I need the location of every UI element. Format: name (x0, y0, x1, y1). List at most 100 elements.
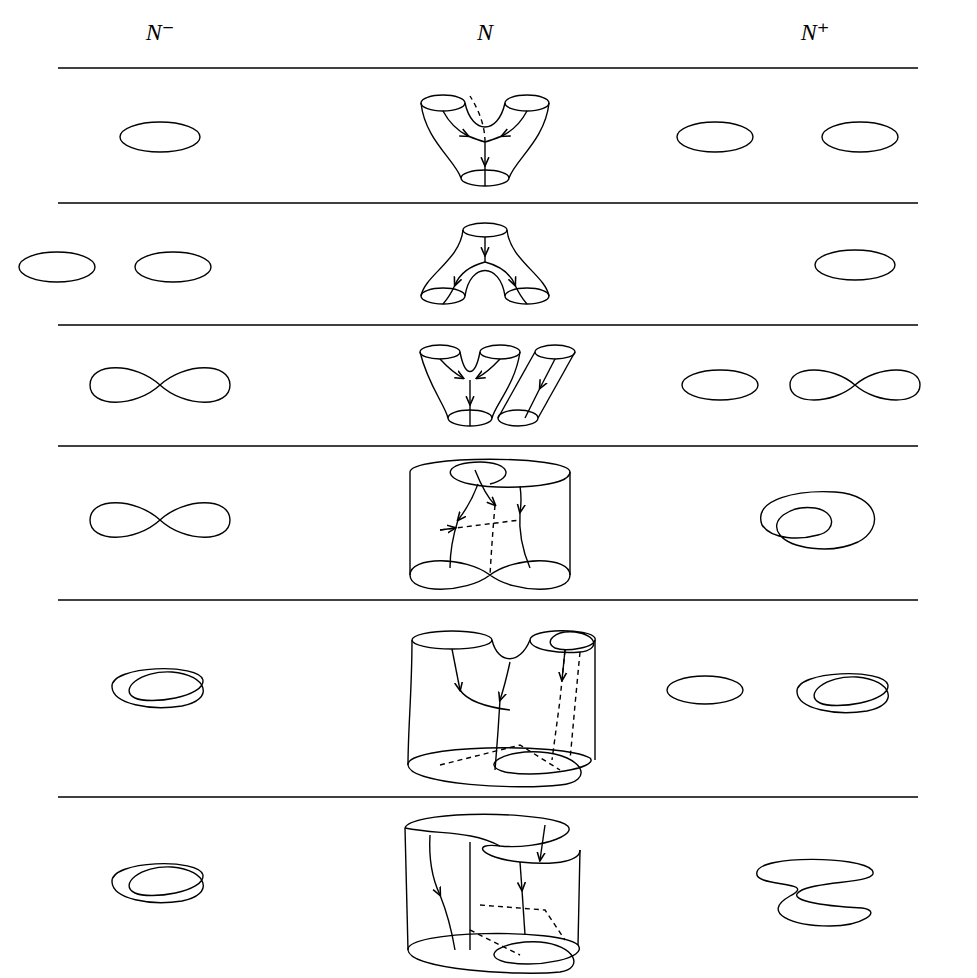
drawn-curve (440, 745, 560, 770)
drawn-curve (677, 122, 753, 152)
row-6 (112, 814, 873, 973)
drawn-curve (408, 934, 579, 974)
drawn-curve (58, 796, 918, 797)
drawn-curve (408, 640, 412, 765)
drawn-curve (667, 676, 743, 704)
drawn-curve (505, 288, 549, 304)
drawn-curve (469, 842, 470, 950)
drawn-curve (578, 850, 580, 945)
drawn-curve (440, 528, 455, 530)
drawn-curve (540, 825, 545, 860)
column-heading: N⁺ (801, 19, 830, 45)
drawn-curve (58, 445, 918, 446)
drawn-curve (790, 370, 920, 400)
drawn-curve (484, 255, 485, 262)
drawn-curve (495, 700, 500, 770)
drawn-curve (562, 650, 565, 680)
row-1 (120, 95, 898, 186)
drawn-curve (410, 561, 570, 590)
drawn-curve (440, 895, 455, 950)
drawn-curve (440, 520, 520, 530)
drawn-curve (463, 223, 507, 237)
drawn-curve (465, 103, 505, 127)
drawn-curve (465, 271, 505, 297)
drawn-curve (58, 599, 918, 600)
drawn-curve (757, 859, 873, 926)
drawn-curve (452, 649, 460, 690)
drawn-curve (538, 352, 575, 418)
drawn-curve (682, 370, 758, 400)
drawn-curve (455, 262, 485, 285)
drawn-curve (470, 96, 485, 142)
row-2 (19, 223, 895, 304)
drawn-curve (552, 650, 565, 760)
drawn-curve (520, 862, 522, 890)
drawn-curve (420, 345, 460, 359)
drawn-curve (440, 359, 463, 378)
drawn-curve (468, 136, 485, 142)
drawn-curve (492, 640, 530, 659)
drawn-curve (405, 828, 500, 846)
drawn-curve (19, 252, 95, 282)
drawn-curve (498, 410, 538, 426)
drawn-curve (112, 669, 203, 708)
drawn-curve (500, 662, 510, 700)
drawn-curve (540, 359, 555, 388)
drawn-curve (421, 95, 465, 111)
drawn-curve (58, 324, 918, 325)
drawn-curve (421, 230, 463, 296)
drawn-curve (530, 631, 595, 653)
drawn-curve (797, 674, 888, 713)
drawn-curve (505, 95, 549, 111)
drawn-curve (421, 103, 461, 178)
drawn-curve (480, 905, 565, 940)
drawn-curve (485, 262, 515, 285)
drawn-curve (815, 250, 895, 280)
drawn-curve (410, 459, 570, 487)
drawn-curve (594, 640, 595, 760)
drawn-curve (112, 864, 203, 903)
drawn-curve (475, 470, 495, 505)
drawn-curve (484, 142, 485, 165)
drawn-curve (520, 512, 530, 568)
drawn-curve (458, 484, 478, 520)
drawn-curve (443, 111, 468, 136)
drawn-curve (485, 136, 502, 142)
drawn-curve (90, 368, 230, 403)
drawn-curve (761, 492, 875, 549)
drawn-curve (520, 486, 521, 512)
drawn-curve (469, 404, 470, 426)
row-4 (90, 459, 875, 589)
drawn-curve (408, 748, 591, 787)
drawn-curve (412, 631, 492, 649)
drawn-curve (420, 352, 448, 418)
drawn-curve (477, 359, 500, 378)
drawn-curve (470, 930, 520, 955)
drawn-curve (450, 520, 458, 568)
drawn-curve (522, 890, 525, 935)
drawn-curve (430, 835, 440, 895)
drawn-curve (569, 472, 570, 575)
table-rules (58, 68, 918, 797)
drawn-curve (58, 67, 918, 68)
drawn-curve (405, 814, 580, 863)
row-5 (112, 631, 888, 787)
drawn-curve (484, 165, 485, 186)
drawn-curve (469, 380, 470, 404)
drawn-curve (409, 472, 410, 575)
drawn-curve (405, 828, 408, 950)
drawn-curve (535, 345, 575, 359)
drawn-curve (460, 352, 480, 372)
drawn-curve (507, 230, 549, 296)
drawn-curve (443, 285, 455, 304)
drawn-curve (502, 111, 527, 136)
drawn-curve (525, 388, 540, 418)
column-heading: N⁻ (146, 19, 175, 45)
drawn-curve (90, 503, 230, 538)
drawn-curve (58, 202, 918, 203)
drawn-curve (480, 345, 520, 359)
column-heading: N (477, 19, 493, 45)
drawn-curve (135, 252, 211, 282)
